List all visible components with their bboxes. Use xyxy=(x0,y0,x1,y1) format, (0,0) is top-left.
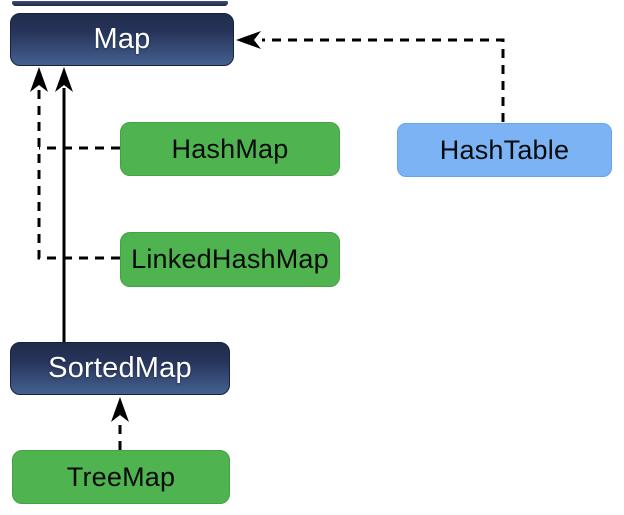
node-linkedhashmap: LinkedHashMap xyxy=(120,232,340,287)
arrow-linkedhashmap-to-map xyxy=(37,88,120,260)
node-sortedmap: SortedMap xyxy=(10,342,230,395)
node-treemap: TreeMap xyxy=(12,450,230,504)
arrowhead-up-sortedmap xyxy=(111,397,129,422)
arrowhead-left-map xyxy=(236,31,261,49)
arrow-hashtable-to-map xyxy=(262,38,505,122)
node-hashmap: HashMap xyxy=(120,122,340,176)
node-map: Map xyxy=(10,13,234,66)
node-hashtable: HashTable xyxy=(397,123,612,177)
cropped-box-bottom-edge xyxy=(12,1,228,6)
arrowhead-up-dashed-map xyxy=(30,67,48,92)
arrowhead-up-solid-map xyxy=(55,67,73,92)
